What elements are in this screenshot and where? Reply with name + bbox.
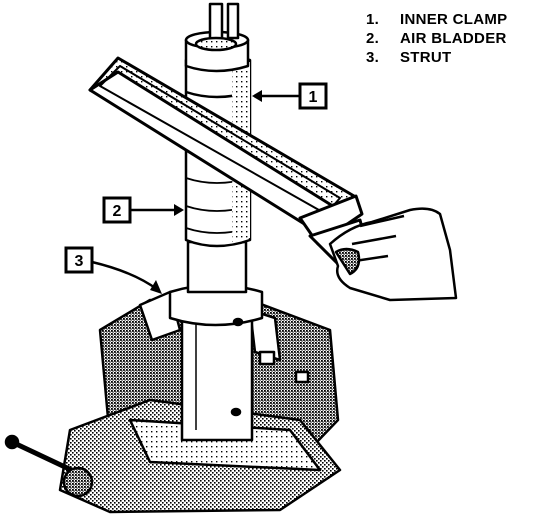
legend-item: 1. INNER CLAMP [366, 10, 507, 29]
callout-2-label: 2 [113, 203, 122, 220]
legend-label: STRUT [400, 49, 452, 66]
legend-number: 3. [366, 49, 380, 66]
callout-1-label: 1 [309, 89, 318, 106]
strut-assembly [168, 2, 264, 442]
hand [328, 207, 458, 302]
legend-label: AIR BLADDER [400, 30, 507, 47]
legend-item: 2. AIR BLADDER [366, 29, 507, 48]
callout-2: 2 [102, 196, 184, 224]
legend-number: 1. [366, 11, 380, 28]
bench-vise [4, 290, 342, 514]
parts-legend: 1. INNER CLAMP 2. AIR BLADDER 3. STRUT [366, 10, 507, 67]
legend-label: INNER CLAMP [400, 11, 508, 28]
callout-3-label: 3 [75, 253, 84, 270]
callout-1: 1 [252, 82, 328, 110]
legend-number: 2. [366, 30, 380, 47]
legend-item: 3. STRUT [366, 48, 507, 67]
callout-3: 3 [64, 246, 162, 294]
